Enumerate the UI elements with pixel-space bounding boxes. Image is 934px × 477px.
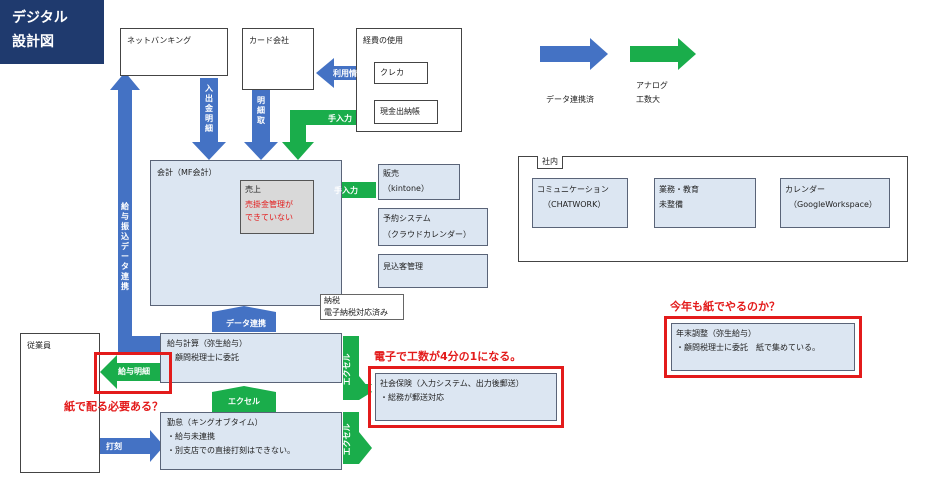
node-communication-line2: （CHATWORK） bbox=[543, 200, 606, 209]
label-tenyuryoku-mid: 手入力 bbox=[334, 186, 358, 195]
label-data-renkei: データ連携 bbox=[226, 319, 266, 328]
label-kyuyo-meisai: 給与明細 bbox=[118, 367, 150, 376]
label-excel-right-2: エクセル bbox=[342, 423, 352, 456]
label-datou: 打刻 bbox=[106, 442, 122, 451]
node-payroll-line2: ・顧問税理士に委託 bbox=[167, 353, 239, 362]
node-calendar-line1: カレンダー bbox=[785, 185, 825, 194]
node-sales: 売上 売掛金管理が できていない bbox=[240, 180, 314, 234]
arrow-riyou bbox=[316, 58, 372, 88]
node-gyomu-line1: 業務・教育 bbox=[659, 185, 699, 194]
node-nozei-line1: 納税 bbox=[324, 296, 340, 305]
legend-blue-arrow bbox=[540, 38, 608, 70]
node-yearend-line2: ・顧問税理士に委託 紙で集めている。 bbox=[676, 343, 820, 352]
arrow-excel-top bbox=[212, 386, 276, 412]
node-communication: コミュニケーション （CHATWORK） bbox=[532, 178, 628, 228]
node-communication-line1: コミュニケーション bbox=[537, 185, 609, 194]
node-social: 社会保険（入力システム、出力後郵送） ・総務が郵送対応 bbox=[375, 373, 557, 421]
node-sales-title: 売上 bbox=[245, 185, 261, 194]
highlight-payslip bbox=[94, 352, 172, 394]
node-sales-note-1: 売掛金管理が bbox=[245, 200, 293, 209]
node-nozei-line2: 電子納税対応済み bbox=[324, 308, 388, 317]
arrow-meisai bbox=[244, 70, 278, 160]
label-nyushukkin: 入出金明細 bbox=[205, 84, 213, 133]
node-payroll: 給与計算（弥生給与） ・顧問税理士に委託 bbox=[160, 333, 342, 383]
node-calendar-line2: （GoogleWorkspace） bbox=[789, 200, 877, 209]
annotation-paper-question: 紙で配る必要ある？ bbox=[64, 400, 163, 413]
node-nozei: 納税 電子納税対応済み bbox=[320, 294, 404, 320]
annotation-yearend-question: 今年も紙でやるのか？ bbox=[670, 300, 780, 313]
arrow-data-renkei bbox=[212, 306, 276, 332]
node-social-line2: ・総務が郵送対応 bbox=[380, 393, 444, 402]
node-yoyaku-line1: 予約システム bbox=[383, 214, 431, 223]
node-calendar: カレンダー （GoogleWorkspace） bbox=[780, 178, 890, 228]
node-attendance-line2: ・給与未連携 bbox=[167, 432, 215, 441]
node-mikomi: 見込客管理 bbox=[378, 254, 488, 288]
title-line-1: デジタル bbox=[12, 10, 68, 26]
node-sales-note-2: できていない bbox=[245, 213, 293, 222]
node-gyomu-line2: 未整備 bbox=[659, 200, 683, 209]
node-credit: クレカ bbox=[374, 62, 428, 84]
node-mikomi-label: 見込客管理 bbox=[383, 262, 423, 271]
node-internal-title: 社内 bbox=[542, 157, 558, 166]
node-attendance-line3: ・別支店での直接打刻はできない。 bbox=[167, 446, 295, 455]
highlight-social bbox=[368, 366, 564, 428]
node-netbanking: ネットバンキング bbox=[120, 28, 228, 76]
node-internal-title-tab: 社内 bbox=[537, 156, 563, 169]
node-hanbai-line2: （kintone） bbox=[383, 184, 429, 193]
label-excel-right-1: エクセル bbox=[342, 353, 352, 386]
node-payroll-line1: 給与計算（弥生給与） bbox=[167, 339, 247, 348]
node-hanbai-line1: 販売 bbox=[383, 169, 399, 178]
node-cash: 現金出納帳 bbox=[374, 100, 438, 124]
title-block: デジタル 設計図 bbox=[0, 0, 104, 64]
node-hanbai: 販売 （kintone） bbox=[378, 164, 460, 200]
node-yoyaku-line2: （クラウドカレンダー） bbox=[383, 230, 471, 239]
node-attendance: 勤怠（キングオブタイム） ・給与未連携 ・別支店での直接打刻はできない。 bbox=[160, 412, 342, 470]
node-accounting-title: 会計（MF会計） bbox=[157, 168, 217, 177]
node-social-line1: 社会保険（入力システム、出力後郵送） bbox=[380, 379, 524, 388]
highlight-yearend bbox=[664, 316, 862, 378]
legend-analog-line2: 工数大 bbox=[636, 95, 660, 104]
node-employee-label: 従業員 bbox=[27, 341, 51, 350]
legend-green-arrow bbox=[630, 38, 696, 70]
arrow-kyuyo-furikomi bbox=[110, 72, 161, 352]
legend-digital-label: データ連携済 bbox=[546, 95, 594, 104]
node-attendance-line1: 勤怠（キングオブタイム） bbox=[167, 418, 263, 427]
arrow-kyuyo-meisai bbox=[100, 355, 170, 389]
node-cash-label: 現金出納帳 bbox=[380, 107, 420, 116]
node-yearend: 年末調整（弥生給与） ・顧問税理士に委託 紙で集めている。 bbox=[671, 323, 855, 371]
arrow-nyushukkin bbox=[192, 78, 226, 160]
node-expense-title: 経費の使用 bbox=[363, 36, 403, 45]
arrow-excel-right-2 bbox=[343, 412, 372, 464]
node-card-company: カード会社 bbox=[242, 28, 314, 90]
node-netbanking-label: ネットバンキング bbox=[127, 36, 192, 45]
node-yoyaku: 予約システム （クラウドカレンダー） bbox=[378, 208, 488, 246]
label-meisai: 明細取 bbox=[257, 96, 265, 125]
node-gyomu: 業務・教育 未整備 bbox=[654, 178, 756, 228]
arrow-datou bbox=[100, 430, 164, 462]
label-tenyuryoku-top: 手入力 bbox=[328, 114, 352, 123]
node-card-company-label: カード会社 bbox=[249, 36, 289, 45]
arrow-tenyuryoku-top bbox=[282, 110, 375, 160]
label-riyou: 利用情報 bbox=[333, 69, 365, 78]
label-excel-top: エクセル bbox=[228, 397, 260, 406]
node-yearend-line1: 年末調整（弥生給与） bbox=[676, 329, 756, 338]
legend-analog-line1: アナログ bbox=[636, 81, 668, 90]
node-employee: 従業員 bbox=[20, 333, 100, 473]
title-line-2: 設計図 bbox=[12, 34, 54, 50]
label-kyuyo-furikomi: 給与振込データ連携 bbox=[121, 202, 129, 291]
node-credit-label: クレカ bbox=[380, 68, 404, 77]
annotation-workload: 電子で工数が4分の1になる。 bbox=[374, 350, 522, 363]
